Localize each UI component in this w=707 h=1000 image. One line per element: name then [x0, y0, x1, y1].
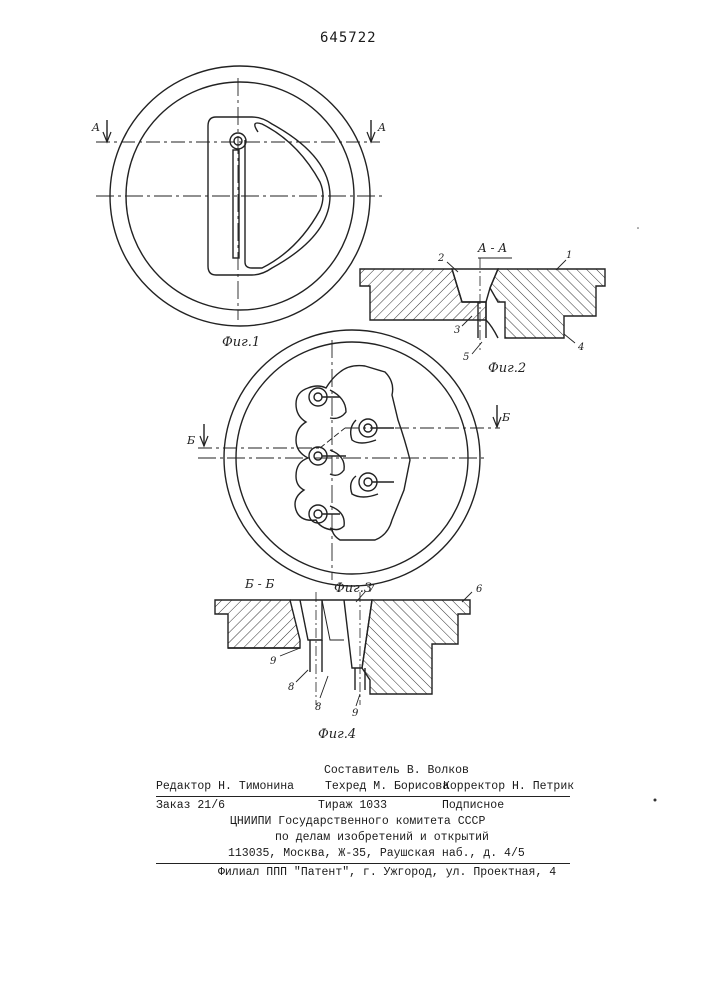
footer-rule — [156, 863, 570, 864]
fig4-callout: 8 — [288, 682, 294, 693]
figure-2 — [360, 258, 605, 354]
fig4-section-title: Б - Б — [244, 577, 275, 591]
org-line-1: ЦНИИПИ Государственного комитета СССР — [230, 815, 485, 828]
fig4-callout: 6 — [476, 584, 483, 595]
editor-line: Редактор Н. Тимонина — [156, 780, 294, 793]
fig1-caption: Фиг.1 — [222, 335, 260, 350]
fig2-callout: 2 — [437, 253, 444, 264]
patent-number: 645722 — [320, 30, 377, 46]
speck — [654, 799, 657, 802]
figure-1 — [96, 66, 385, 326]
techred-line: Техред М. Борисова — [325, 780, 449, 793]
fig4-callout: 9 — [352, 708, 359, 719]
circulation: Тираж 1033 — [318, 799, 387, 812]
fig4-callout: 8 — [315, 702, 321, 713]
fig3-section-mark-right: Б — [501, 411, 510, 424]
fig2-callout: 1 — [566, 250, 572, 261]
fig1-section-mark-right: A — [377, 121, 386, 134]
corrector-line: Корректор Н. Петрик — [443, 780, 574, 793]
fig4-caption: Фиг.4 — [318, 727, 356, 742]
footer-rule — [156, 796, 570, 797]
fig1-section-mark-left: A — [91, 121, 100, 134]
fig2-section-title: A - A — [477, 241, 507, 255]
fig2-caption: Фиг.2 — [488, 361, 526, 376]
compiler-line: Составитель В. Волков — [324, 764, 469, 777]
fig2-callout: 3 — [454, 325, 460, 336]
figure-3 — [198, 330, 501, 586]
fig2-callout: 4 — [577, 342, 584, 353]
subscription: Подписное — [442, 799, 504, 812]
fig3-caption: Фиг.3 — [334, 581, 372, 596]
order-number: Заказ 21/6 — [156, 799, 225, 812]
speck — [637, 227, 639, 229]
fig4-callout: 9 — [270, 656, 277, 667]
address-line: 113035, Москва, Ж-35, Раушская наб., д. … — [228, 847, 525, 860]
fig3-section-mark-left: Б — [186, 434, 195, 447]
org-line-2: по делам изобретений и открытий — [275, 831, 489, 844]
branch-line: Филиал ППП "Патент", г. Ужгород, ул. Про… — [218, 866, 556, 879]
figure-4 — [215, 592, 472, 706]
fig2-callout: 5 — [463, 352, 469, 363]
